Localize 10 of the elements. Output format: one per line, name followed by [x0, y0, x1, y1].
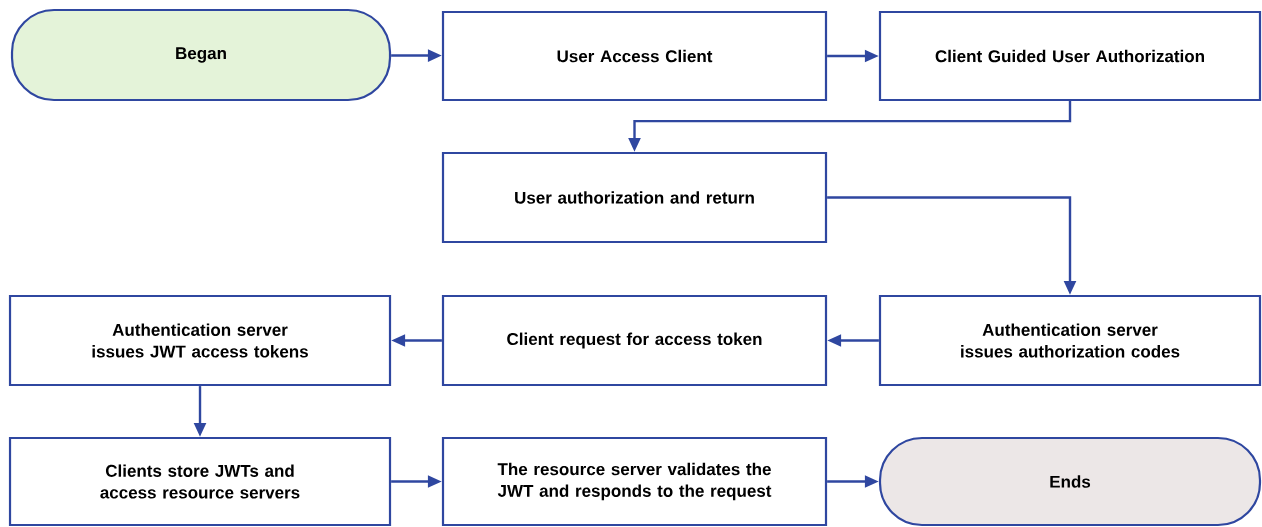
process-box: User authorization and return: [441, 151, 828, 244]
process-box: Client request for access token: [441, 294, 828, 387]
process-box: User Access Client: [441, 10, 828, 102]
process-box: Authentication server issues authorization codes: [878, 294, 1262, 387]
process-box: Authentication server issues JWT access tokens: [8, 294, 392, 387]
terminal-box: Ends: [878, 436, 1262, 527]
process-box: Clients store JWTs and access resource servers: [8, 436, 392, 527]
process-box: The resource server validates the JWT and responds to the request: [441, 436, 828, 527]
process-box: Client Guided User Authorization: [878, 10, 1262, 102]
terminal-box: Began: [10, 8, 392, 102]
